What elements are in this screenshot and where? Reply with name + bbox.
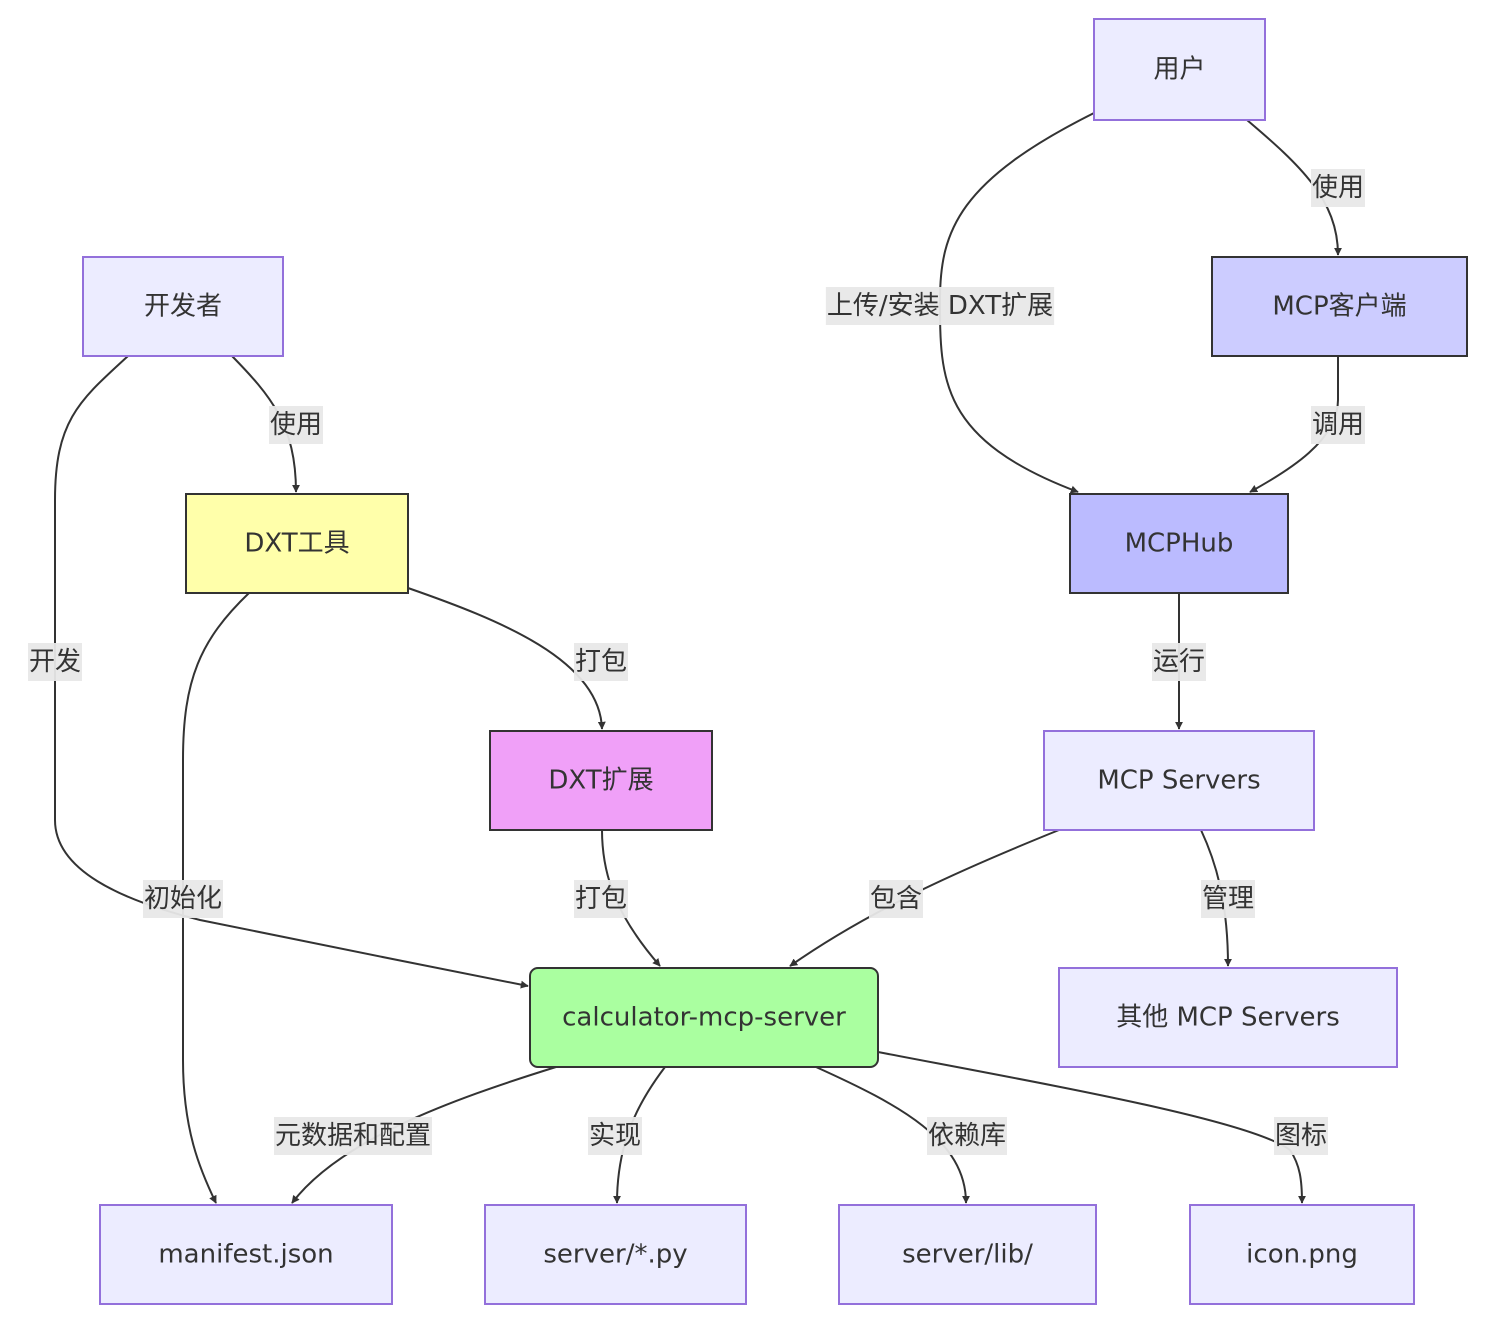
edge-label-background — [1310, 406, 1366, 444]
node-label: MCP客户端 — [1272, 292, 1406, 322]
edge-label-text: 使用 — [270, 410, 322, 440]
node-label: manifest.json — [158, 1240, 333, 1270]
node-user[interactable]: 用户 — [1093, 18, 1266, 121]
edge-developer-to-calc_server — [54, 355, 529, 989]
edge-label-text: 打包 — [575, 884, 627, 914]
edge-label-background — [1200, 880, 1256, 918]
edge-labels-layer: 使用上传/安装 DXT扩展调用使用开发打包初始化运行打包包含管理元数据和配置实现… — [27, 169, 1366, 1155]
node-box — [99, 1204, 393, 1305]
node-label: MCP Servers — [1097, 766, 1260, 796]
edge-dxt_tool-to-manifest — [182, 592, 250, 1204]
edge-label-text: 初始化 — [144, 884, 222, 914]
node-box — [185, 493, 409, 594]
edge-label-calc_server-to-server_lib: 依赖库 — [926, 1117, 1008, 1155]
edge-label-background — [587, 1117, 643, 1155]
edge-calc_server-to-server_lib — [815, 1066, 970, 1204]
edge-label-text: 包含 — [870, 884, 922, 914]
node-label: icon.png — [1246, 1240, 1358, 1270]
node-label: 开发者 — [144, 292, 222, 322]
node-mcp-client[interactable]: MCP客户端 — [1211, 256, 1468, 357]
edge-label-background — [27, 643, 83, 681]
node-box — [489, 730, 713, 831]
edge-label-background — [1151, 643, 1207, 681]
edge-calc_server-to-icon_png — [877, 1051, 1306, 1204]
node-dxt-tool[interactable]: DXT工具 — [185, 493, 409, 594]
edge-label-text: 实现 — [589, 1121, 641, 1151]
node-manifest[interactable]: manifest.json — [99, 1204, 393, 1305]
edge-label-dxt_tool-to-dxt_ext: 打包 — [573, 643, 629, 681]
edge-label-mcp_servers-to-calc_server: 包含 — [868, 880, 924, 918]
edge-label-background — [926, 1117, 1008, 1155]
node-box — [1189, 1204, 1415, 1305]
node-other-servers[interactable]: 其他 MCP Servers — [1058, 967, 1398, 1068]
node-server-lib[interactable]: server/lib/ — [838, 1204, 1097, 1305]
node-label: server/*.py — [543, 1240, 687, 1270]
edge-label-text: 图标 — [1275, 1121, 1327, 1151]
edge-label-background — [142, 880, 224, 918]
node-mcphub[interactable]: MCPHub — [1069, 493, 1289, 594]
edge-label-background — [868, 880, 924, 918]
node-server-py[interactable]: server/*.py — [484, 1204, 747, 1305]
edge-label-user-to-mcp_client: 使用 — [1310, 169, 1366, 207]
node-box — [484, 1204, 747, 1305]
node-box — [1211, 256, 1468, 357]
node-mcp-servers[interactable]: MCP Servers — [1043, 730, 1315, 831]
node-label: calculator-mcp-server — [562, 1003, 846, 1033]
edge-label-background — [825, 287, 1055, 325]
edge-label-calc_server-to-manifest: 元数据和配置 — [273, 1117, 433, 1155]
edge-mcp_servers-to-calc_server — [789, 829, 1060, 967]
edge-label-dxt_ext-to-calc_server: 打包 — [573, 880, 629, 918]
edge-label-mcp_client-to-mcphub: 调用 — [1310, 406, 1366, 444]
edge-label-text: 运行 — [1153, 647, 1205, 677]
edge-label-text: 使用 — [1312, 173, 1364, 203]
edge-dxt_tool-to-dxt_ext — [407, 587, 606, 730]
edge-label-background — [1310, 169, 1366, 207]
node-box — [82, 256, 284, 357]
node-developer[interactable]: 开发者 — [82, 256, 284, 357]
edge-label-background — [573, 880, 629, 918]
edge-label-dxt_tool-to-manifest: 初始化 — [142, 880, 224, 918]
node-box — [1058, 967, 1398, 1068]
edge-label-developer-to-calc_server: 开发 — [27, 643, 83, 681]
node-box — [838, 1204, 1097, 1305]
node-box — [529, 967, 879, 1068]
edge-label-background — [573, 643, 629, 681]
edge-label-text: 调用 — [1312, 410, 1364, 440]
node-calc-server[interactable]: calculator-mcp-server — [529, 967, 879, 1068]
node-label: 其他 MCP Servers — [1116, 1003, 1340, 1033]
edge-label-text: 元数据和配置 — [275, 1121, 431, 1151]
node-label: server/lib/ — [902, 1240, 1033, 1270]
node-dxt-ext[interactable]: DXT扩展 — [489, 730, 713, 831]
edge-label-mcphub-to-mcp_servers: 运行 — [1151, 643, 1207, 681]
edge-label-text: 管理 — [1202, 884, 1254, 914]
node-label: MCPHub — [1125, 529, 1234, 559]
edge-label-background — [268, 406, 324, 444]
edge-label-user-to-mcphub: 上传/安装 DXT扩展 — [825, 287, 1055, 325]
node-box — [1093, 18, 1266, 121]
edge-label-text: 依赖库 — [928, 1121, 1006, 1151]
edge-label-calc_server-to-server_py: 实现 — [587, 1117, 643, 1155]
node-box — [1069, 493, 1289, 594]
edge-label-text: 上传/安装 DXT扩展 — [827, 291, 1053, 321]
edge-label-calc_server-to-icon_png: 图标 — [1273, 1117, 1329, 1155]
edge-label-developer-to-dxt_tool: 使用 — [268, 406, 324, 444]
node-label: DXT工具 — [244, 529, 349, 559]
node-label: DXT扩展 — [548, 766, 653, 796]
edge-label-text: 打包 — [575, 647, 627, 677]
edge-mcp_client-to-mcphub — [1249, 356, 1339, 493]
edge-label-background — [1273, 1117, 1329, 1155]
edge-label-background — [273, 1117, 433, 1155]
node-label: 用户 — [1153, 55, 1205, 85]
node-box — [1043, 730, 1315, 831]
edge-label-mcp_servers-to-other_servers: 管理 — [1200, 880, 1256, 918]
node-icon-png[interactable]: icon.png — [1189, 1204, 1415, 1305]
edge-label-text: 开发 — [29, 647, 81, 677]
